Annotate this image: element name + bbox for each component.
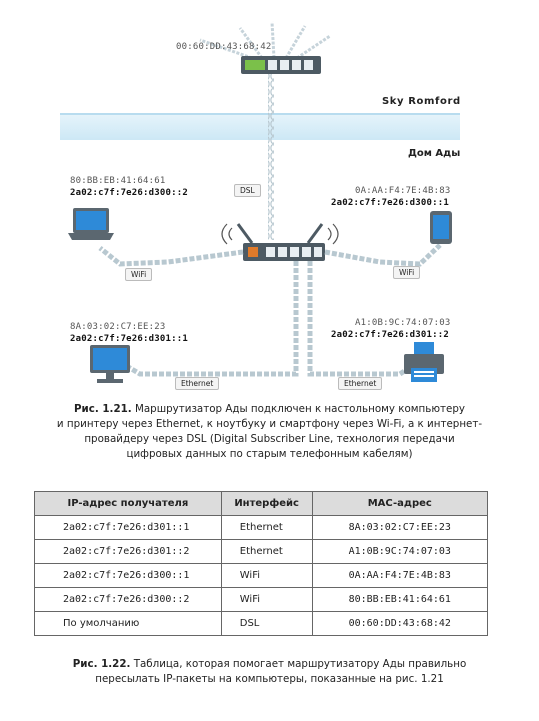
- cell-ip: 2a02:c7f:7e26:d300::2: [34, 587, 222, 612]
- cell-mac: 0A:AA:F4:7E:4B:83: [311, 563, 489, 588]
- caption-label: Рис. 1.22.: [72, 658, 131, 670]
- table-row: 2a02:c7f:7e26:d300::2 WiFi 80:BB:EB:41:6…: [34, 587, 489, 612]
- cell-ip: 2a02:c7f:7e26:d300::1: [34, 563, 222, 588]
- laptop-mac: 80:BB:EB:41:64:61: [70, 176, 166, 186]
- home-name: Дом Ады: [408, 148, 461, 159]
- ethernet-label-left: Ethernet: [175, 377, 220, 390]
- isp-name: Sky Romford: [382, 96, 461, 107]
- header-interface: Интерфейс: [220, 491, 313, 516]
- caption-line: провайдеру через DSL (Digital Subscriber…: [84, 433, 455, 445]
- cell-ip: 2a02:c7f:7e26:d301::2: [34, 539, 222, 564]
- caption-line: пересылать IP-пакеты на компьютеры, пока…: [95, 673, 444, 685]
- dsl-chain: [268, 74, 274, 240]
- wifi-label-right: WiFi: [393, 266, 421, 279]
- header-mac: MAC-адрес: [311, 491, 489, 516]
- router: [221, 223, 339, 261]
- printer-mac: A1:0B:9C:74:07:03: [355, 318, 451, 328]
- phone-mac: 0A:AA:F4:7E:4B:83: [355, 186, 451, 196]
- printer-ip: 2a02:c7f:7e26:d301::2: [331, 330, 449, 340]
- caption-line: цифровых данных по старым телефонным каб…: [126, 448, 413, 460]
- wifi-chain-right: [324, 243, 442, 267]
- network-diagram-svg: [60, 21, 460, 383]
- figure-caption-1-21: Рис. 1.21. Маршрутизатор Ады подключен к…: [20, 402, 519, 462]
- phone-icon: [430, 211, 452, 244]
- caption-line: Маршрутизатор Ады подключен к настольном…: [134, 403, 465, 415]
- laptop-icon: [68, 208, 114, 240]
- desktop-mac: 8A:03:02:C7:EE:23: [70, 322, 166, 332]
- wifi-label-left: WiFi: [125, 268, 153, 281]
- caption-label: Рис. 1.21.: [74, 403, 132, 415]
- cell-mac: 8A:03:02:C7:EE:23: [311, 515, 489, 540]
- isp-switch: [241, 56, 321, 74]
- caption-line: и принтеру через Ethernet, к ноутбуку и …: [56, 418, 483, 430]
- cell-interface: WiFi: [220, 563, 313, 588]
- cell-interface: Ethernet: [220, 539, 313, 564]
- caption-line: Таблица, которая помогает маршрутизатору…: [133, 658, 467, 670]
- table-row: 2a02:c7f:7e26:d300::1 WiFi 0A:AA:F4:7E:4…: [34, 563, 489, 588]
- isp-cables: [199, 21, 331, 60]
- cell-interface: WiFi: [220, 587, 313, 612]
- header-ip: IP-адрес получателя: [34, 491, 222, 516]
- isp-mac: 00:60:DD:43:68:42: [176, 42, 272, 52]
- table-row: 2a02:c7f:7e26:d301::2 Ethernet A1:0B:9C:…: [34, 539, 489, 564]
- figure-caption-1-22: Рис. 1.22. Таблица, которая помогает мар…: [20, 657, 519, 687]
- cell-mac: 00:60:DD:43:68:42: [311, 611, 489, 636]
- cell-interface: Ethernet: [220, 515, 313, 540]
- network-diagram: 00:60:DD:43:68:42 Sky Romford Дом Ады DS…: [60, 21, 461, 390]
- cell-ip: 2a02:c7f:7e26:d301::1: [34, 515, 222, 540]
- cell-mac: 80:BB:EB:41:64:61: [311, 587, 489, 612]
- dsl-label: DSL: [234, 184, 261, 197]
- laptop-ip: 2a02:c7f:7e26:d300::2: [70, 188, 188, 198]
- desktop-icon: [90, 345, 130, 383]
- wifi-chain-left: [98, 246, 244, 267]
- isp-band: [60, 113, 460, 140]
- table-header-row: IP-адрес получателя Интерфейс MAC-адрес: [34, 491, 489, 516]
- table-row: 2a02:c7f:7e26:d301::1 Ethernet 8A:03:02:…: [34, 515, 489, 540]
- table-row: По умолчанию DSL 00:60:DD:43:68:42: [34, 611, 489, 636]
- cell-ip: По умолчанию: [34, 611, 222, 636]
- printer-icon: [404, 342, 444, 382]
- desktop-ip: 2a02:c7f:7e26:d301::1: [70, 334, 188, 344]
- cell-interface: DSL: [220, 611, 313, 636]
- phone-ip: 2a02:c7f:7e26:d300::1: [331, 198, 449, 208]
- cell-mac: A1:0B:9C:74:07:03: [311, 539, 489, 564]
- ethernet-label-right: Ethernet: [338, 377, 383, 390]
- routing-table: IP-адрес получателя Интерфейс MAC-адрес …: [34, 491, 489, 636]
